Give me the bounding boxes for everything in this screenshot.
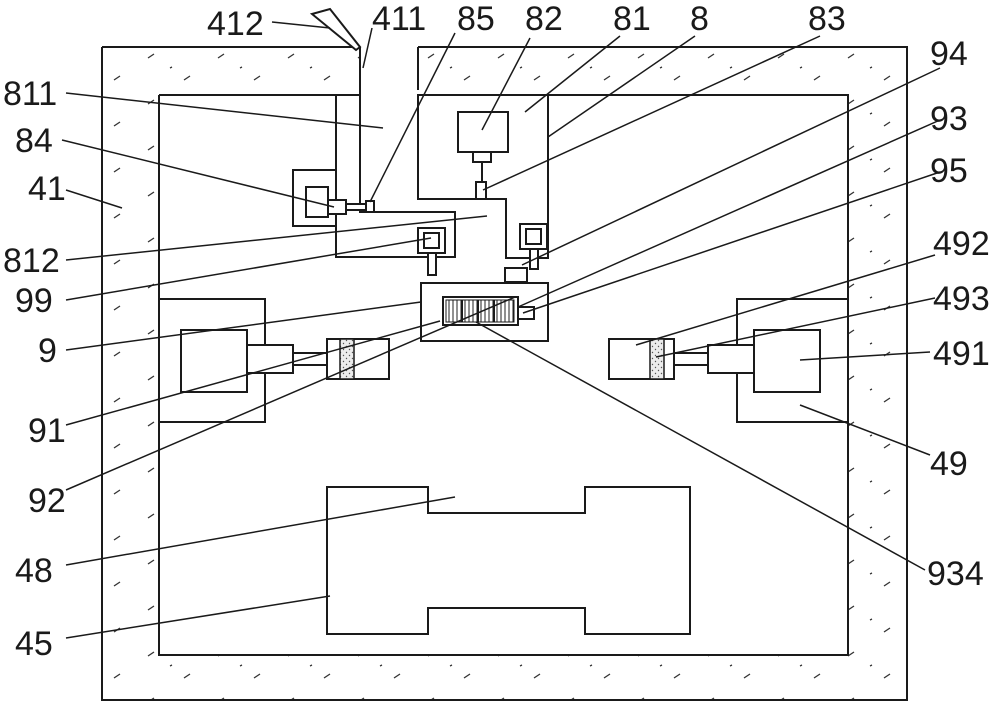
bracket-84 [292,169,375,227]
center-block [420,282,549,342]
label-491: 491 [933,335,990,373]
label-45: 45 [15,625,53,663]
label-492: 492 [933,225,990,263]
motor-82 [457,111,509,200]
reference-labels: 412 411 85 82 81 8 83 94 811 93 84 95 41… [3,0,990,663]
right-clamp [608,298,849,423]
label-84: 84 [15,122,53,160]
label-82: 82 [525,0,563,38]
label-91: 91 [28,412,66,450]
leader-lines [61,21,941,639]
label-8: 8 [690,0,709,38]
label-92: 92 [28,482,66,520]
label-99: 99 [15,282,53,320]
label-493: 493 [933,280,990,318]
label-85: 85 [457,0,495,38]
label-41: 41 [28,170,66,208]
label-81: 81 [613,0,651,38]
label-412: 412 [207,5,264,43]
actuator-99 [417,227,446,276]
label-95: 95 [930,152,968,190]
label-9: 9 [38,332,57,370]
left-clamp [158,298,390,423]
dotted-frame [335,94,549,259]
actuator-94 [504,223,548,283]
label-94: 94 [930,35,968,73]
specimen [326,486,691,635]
outer-housing [101,46,908,701]
label-811: 811 [3,75,57,113]
label-411: 411 [372,0,426,38]
label-934: 934 [927,555,984,593]
label-812: 812 [3,242,60,280]
label-49: 49 [930,445,968,483]
label-83: 83 [808,0,846,38]
label-48: 48 [15,552,53,590]
label-93: 93 [930,100,968,138]
